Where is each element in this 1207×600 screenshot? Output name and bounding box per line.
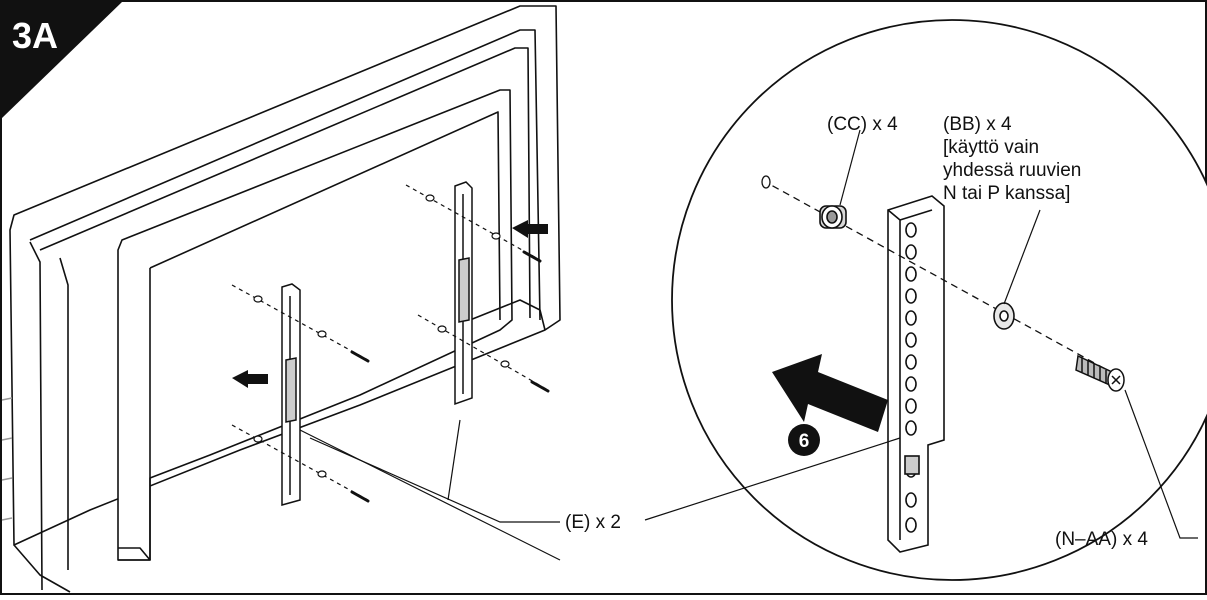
step-tag-bg xyxy=(2,2,122,118)
arrow-left-icon xyxy=(232,370,268,388)
hole-icon xyxy=(761,175,771,189)
screw-line-detail xyxy=(761,179,1119,377)
label-bb-line4: N tai P kanssa] xyxy=(943,183,1070,204)
step-number-badge xyxy=(788,424,820,456)
small-washers xyxy=(253,194,510,478)
step-number: 6 xyxy=(799,431,810,452)
arrow-left-icon-2 xyxy=(512,220,548,238)
label-bb-line2: [käyttö vain xyxy=(943,137,1039,158)
label-bb-line1: (BB) x 4 xyxy=(943,114,1012,135)
small-screws xyxy=(350,250,550,503)
bracket-detail xyxy=(887,195,945,553)
label-n-aa: (N–AA) x 4 xyxy=(1055,529,1148,550)
tv-back xyxy=(1,5,561,593)
bracket-right xyxy=(454,181,473,406)
label-bb-line3: yhdessä ruuvien xyxy=(943,160,1081,181)
screw-naa-icon xyxy=(1075,354,1125,392)
label-cc: (CC) x 4 xyxy=(827,114,898,135)
bracket-left xyxy=(281,283,301,506)
leader-line-circle xyxy=(299,429,561,561)
label-e: (E) x 2 xyxy=(565,512,621,533)
washer-bb-icon xyxy=(993,302,1015,330)
step-tag-label: 3A xyxy=(12,15,58,56)
spacer-cc-icon xyxy=(819,205,847,229)
leader-lines xyxy=(309,129,1198,539)
big-arrow-icon xyxy=(772,354,888,432)
